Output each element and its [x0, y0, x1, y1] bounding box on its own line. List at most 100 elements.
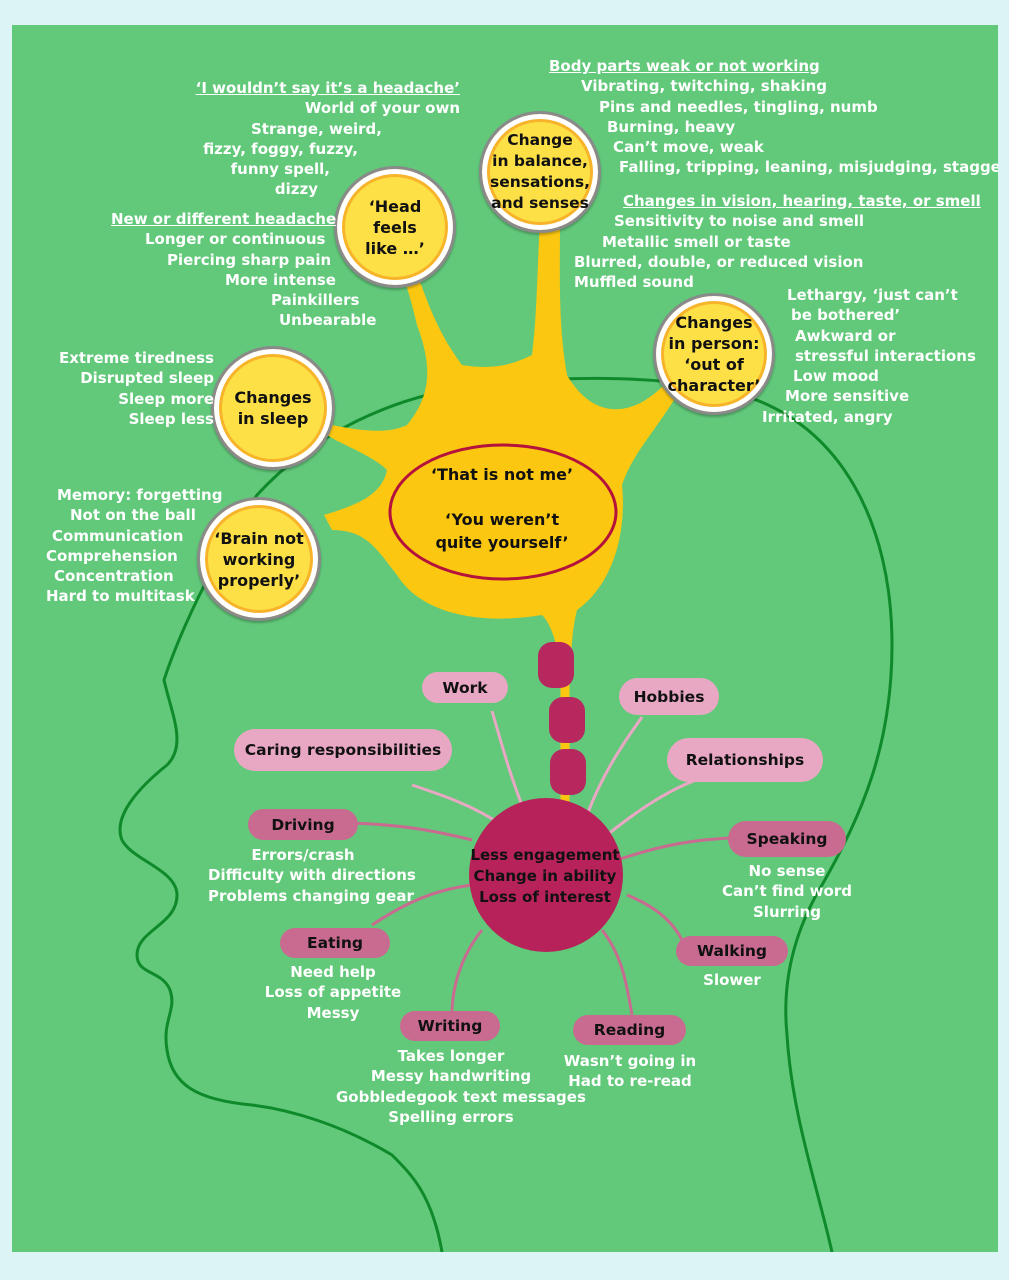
walking-details: Slower [682, 970, 782, 990]
brain-item: Hard to multitask [46, 587, 195, 606]
hub-text: Less engagement Change in ability Loss o… [470, 845, 620, 908]
body-parts-item: Falling, tripping, leaning, misjudging, … [619, 158, 998, 177]
reading-detail: Had to re-read [568, 1072, 692, 1091]
hub-line: Less engagement [470, 846, 620, 864]
pill-hobbies: Hobbies [619, 678, 719, 715]
headache-quote-item: Strange, weird, [250, 119, 382, 138]
new-headache-heading: New or different headache [111, 210, 337, 228]
sleep-item: Disrupted sleep [80, 369, 214, 388]
center-line-2: ‘You weren’t [444, 510, 560, 529]
new-headache-item: More intense [225, 270, 336, 289]
pill-speaking: Speaking [728, 821, 846, 857]
axon-segment [538, 642, 574, 688]
person-item: be bothered’ [791, 306, 901, 325]
headache-quote-heading: ‘I wouldn’t say it’s a headache’ [195, 79, 460, 97]
new-headache-item: Painkillers [271, 291, 360, 310]
person-item: Lethargy, ‘just can’t [787, 286, 958, 304]
person-item: Low mood [793, 367, 879, 386]
new-headache-item: Unbearable [279, 311, 377, 330]
circle-head-feels: ‘Head feels like …’ [334, 166, 456, 288]
senses-heading: Changes in vision, hearing, taste, or sm… [623, 192, 981, 210]
senses-item: Metallic smell or taste [602, 232, 791, 251]
body-parts-block: Body parts weak or not working Vibrating… [549, 56, 998, 178]
writing-detail: Takes longer [397, 1047, 505, 1065]
person-item: stressful interactions [795, 346, 976, 365]
headache-quote-item: funny spell, [230, 160, 330, 179]
senses-item: Muffled sound [574, 273, 694, 292]
body-parts-heading: Body parts weak or not working [549, 57, 820, 75]
reading-details: Wasn’t going in Had to re-read [555, 1051, 705, 1092]
headache-quote-block: ‘I wouldn’t say it’s a headache’ World o… [196, 78, 460, 200]
speaking-detail: Slurring [753, 902, 821, 921]
walking-detail: Slower [703, 971, 761, 989]
writing-details: Takes longer Messy handwriting Gobbledeg… [336, 1046, 586, 1127]
pill-relationships: Relationships [667, 738, 823, 782]
pill-writing: Writing [400, 1011, 500, 1041]
new-headache-block: New or different headache Longer or cont… [111, 209, 376, 331]
speaking-details: No sense Can’t find word Slurring [712, 861, 862, 922]
body-parts-item: Pins and needles, tingling, numb [599, 97, 878, 116]
new-headache-item: Longer or continuous [145, 230, 326, 249]
pill-reading: Reading [573, 1015, 686, 1045]
senses-item: Sensitivity to noise and smell [614, 212, 865, 231]
sleep-item: Sleep more [118, 389, 214, 408]
person-item: Awkward or [795, 326, 896, 345]
driving-detail: Errors/crash [251, 846, 355, 864]
speaking-detail: Can’t find word [722, 882, 852, 901]
hub-line: Loss of interest [479, 888, 611, 906]
hub-line: Change in ability [473, 867, 617, 885]
hub-circle [469, 798, 623, 952]
pill-work: Work [422, 672, 508, 703]
body-parts-item: Burning, heavy [607, 117, 736, 136]
sleep-block: Extreme tiredness Disrupted sleep Sleep … [59, 348, 214, 429]
center-line-1: ‘That is not me’ [430, 465, 574, 484]
pill-walking: Walking [676, 936, 788, 966]
brain-item: Not on the ball [70, 506, 196, 525]
pill-driving: Driving [248, 809, 358, 840]
senses-block: Changes in vision, hearing, taste, or sm… [574, 191, 981, 292]
brain-item: Communication [52, 526, 184, 545]
eating-details: Need help Loss of appetite Messy [253, 962, 413, 1023]
eating-detail: Need help [290, 963, 376, 981]
headache-quote-item: World of your own [304, 99, 460, 118]
senses-item: Blurred, double, or reduced vision [574, 252, 864, 271]
center-line-3: quite yourself’ [435, 533, 569, 552]
headache-quote-item: dizzy [274, 180, 318, 199]
circle-balance: Change in balance, sensations, and sense… [479, 111, 601, 233]
sleep-item: Extreme tiredness [58, 349, 214, 367]
writing-detail: Messy handwriting [370, 1067, 532, 1086]
eating-detail: Loss of appetite [264, 983, 402, 1002]
driving-details: Errors/crash Difficulty with directions … [208, 845, 416, 906]
person-item: Irritated, angry [762, 407, 893, 426]
brain-item: Memory: forgetting [57, 486, 223, 504]
circle-sleep: Changes in sleep [211, 346, 335, 470]
driving-detail: Problems changing gear [208, 886, 414, 905]
person-item: More sensitive [785, 387, 910, 406]
brain-block: Memory: forgetting Not on the ball Commu… [46, 485, 222, 607]
headache-quote-item: fizzy, foggy, fuzzy, [203, 139, 358, 158]
writing-detail: Spelling errors [388, 1107, 514, 1126]
circle-brain: ‘Brain not working properly’ [197, 497, 321, 621]
head-outline [118, 376, 894, 1252]
driving-detail: Difficulty with directions [208, 866, 416, 885]
person-block: Lethargy, ‘just can’t be bothered’ Awkwa… [762, 285, 976, 427]
speaking-detail: No sense [748, 862, 826, 880]
sleep-item: Sleep less [128, 409, 214, 428]
brain-item: Concentration [54, 567, 174, 586]
eating-detail: Messy [306, 1003, 360, 1022]
writing-detail: Gobbledegook text messages [336, 1087, 586, 1106]
brain-item: Comprehension [46, 546, 178, 565]
new-headache-item: Piercing sharp pain [167, 250, 332, 269]
body-parts-item: Can’t move, weak [613, 138, 764, 157]
body-parts-item: Vibrating, twitching, shaking [581, 77, 828, 96]
center-ring [388, 443, 618, 581]
center-quotes: ‘That is not me’ ‘You weren’t quite your… [407, 463, 597, 554]
axon-segment [550, 749, 586, 795]
diagram-panel: ‘Head feels like …’ Change in balance, s… [12, 25, 998, 1252]
axon-segment [549, 697, 585, 743]
circle-person: Changes in person: ‘out of character’ [653, 293, 775, 415]
pill-eating: Eating [280, 928, 390, 958]
pill-caring: Caring responsibilities [234, 729, 452, 771]
neuron-body [324, 220, 676, 665]
reading-detail: Wasn’t going in [563, 1052, 697, 1070]
